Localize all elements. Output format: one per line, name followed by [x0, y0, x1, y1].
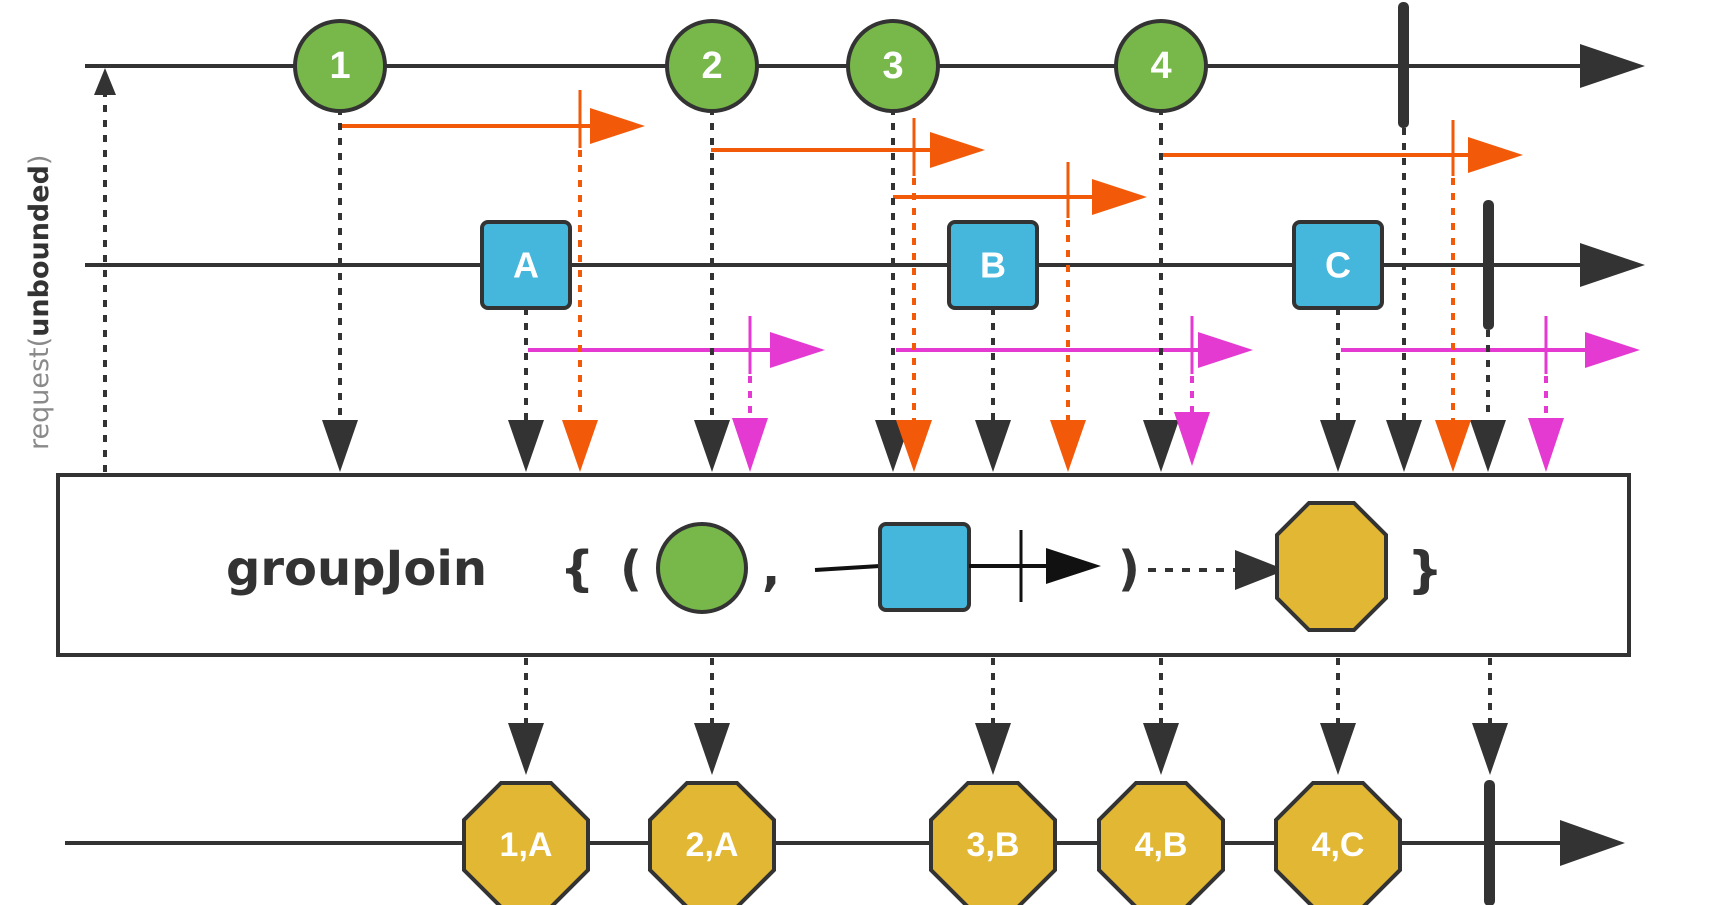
svg-text:B: B [980, 245, 1006, 286]
result-marbles: 1,A 2,A 3,B 4,B 4,C [462, 781, 1402, 905]
operator-window-icon [814, 522, 1101, 612]
left-marble: 4 [1114, 19, 1208, 113]
operator-name: groupJoin [226, 541, 487, 597]
request-label: request(unbounded) [24, 155, 55, 450]
right-source-marbles: A B C [480, 220, 1384, 310]
left-source-connector-heads [322, 420, 1422, 472]
right-marble: C [1292, 220, 1384, 310]
result-marble: 1,A [462, 781, 590, 905]
svg-text:3: 3 [882, 45, 903, 87]
operator-open-brace: { [560, 541, 594, 597]
left-source-marbles: 1 2 3 4 [293, 19, 1208, 113]
left-complete-marker [1398, 2, 1409, 128]
left-window-close-connectors [578, 150, 1455, 420]
right-window-close-connectors [748, 376, 1548, 418]
left-marble: 3 [846, 19, 940, 113]
result-marble: 4,B [1097, 781, 1225, 905]
svg-text:A: A [513, 245, 539, 286]
left-duration-windows [338, 90, 1523, 218]
result-complete-marker [1484, 780, 1495, 905]
result-connector-heads [508, 723, 1508, 775]
svg-text:1,A: 1,A [500, 826, 553, 864]
operator-comma: , [762, 541, 780, 597]
right-source-timeline [85, 200, 1645, 330]
right-source-connectors [524, 308, 1490, 420]
operator-map-arrow [1148, 550, 1286, 590]
left-window-close-heads [562, 420, 1471, 472]
request-arrow [94, 68, 116, 472]
right-marble: A [480, 220, 572, 310]
svg-text:2: 2 [701, 45, 722, 87]
svg-text:4: 4 [1150, 45, 1171, 87]
operator-box: groupJoin { ( , ) } [56, 473, 1631, 657]
result-connectors [524, 658, 1492, 723]
result-marble: 2,A [648, 781, 776, 905]
right-complete-marker [1483, 200, 1494, 330]
operator-octagon-icon [1275, 501, 1388, 632]
left-source-connectors [338, 108, 1406, 420]
right-window-close-heads [732, 412, 1564, 472]
operator-close-paren: ) [1118, 541, 1140, 597]
operator-open-paren: ( [620, 541, 642, 597]
svg-text:2,A: 2,A [686, 826, 739, 864]
svg-text:4,C: 4,C [1312, 826, 1365, 864]
right-duration-windows [528, 316, 1640, 374]
result-marble: 3,B [929, 781, 1057, 905]
svg-text:3,B: 3,B [967, 826, 1020, 864]
operator-close-brace: } [1407, 541, 1443, 599]
svg-text:4,B: 4,B [1135, 826, 1188, 864]
operator-circle-icon [656, 522, 748, 614]
result-marble: 4,C [1274, 781, 1402, 905]
right-source-connector-heads [508, 420, 1506, 472]
left-marble: 1 [293, 19, 387, 113]
svg-text:1: 1 [329, 45, 350, 87]
right-marble: B [947, 220, 1039, 310]
svg-text:C: C [1325, 245, 1351, 286]
left-marble: 2 [665, 19, 759, 113]
